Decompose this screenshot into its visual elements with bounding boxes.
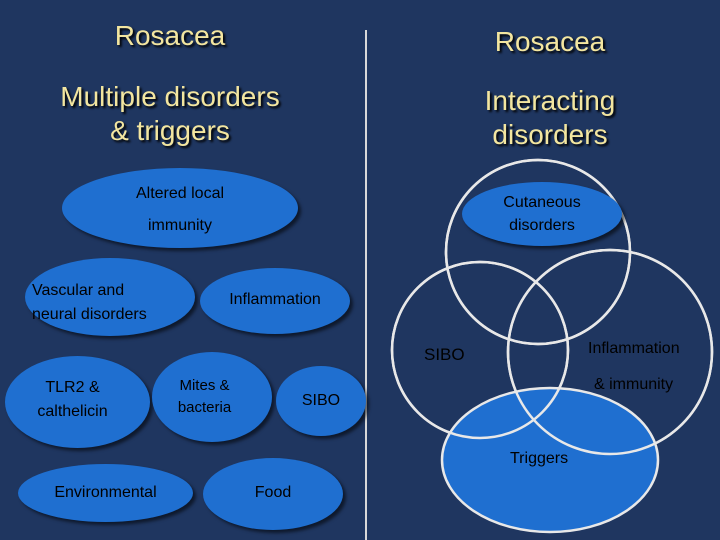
oval-inflammation	[200, 268, 350, 334]
label-altered-immunity-line1: Altered local	[135, 185, 225, 202]
oval-environmental	[18, 464, 193, 522]
label-vascular-line2: neural disorders	[32, 306, 147, 323]
venn-label-triggers: Triggers	[510, 450, 569, 467]
venn-label-inflammation-line2: & immunity	[594, 376, 674, 393]
left-subtitle-line1: Multiple disorders	[60, 81, 280, 112]
label-inflammation: Inflammation	[229, 291, 321, 308]
label-cutaneous-line2: disorders	[509, 217, 575, 234]
oval-altered-immunity	[62, 168, 298, 248]
oval-vascular-neural	[25, 258, 195, 336]
oval-sibo	[276, 366, 366, 436]
left-title: Rosacea	[114, 20, 226, 51]
label-tlr2-line1: TLR2 &	[45, 379, 100, 396]
right-subtitle-line2: disorders	[492, 119, 608, 150]
label-tlr2-line2: calthelicin	[37, 403, 108, 420]
label-mites-line1: Mites &	[179, 377, 230, 394]
right-subtitle-line1: Interacting	[484, 85, 616, 116]
label-environmental: Environmental	[54, 484, 157, 501]
label-mites-line2: bacteria	[177, 399, 232, 416]
oval-mites-bacteria	[152, 352, 272, 442]
label-sibo: SIBO	[301, 392, 341, 409]
venn-circle-sibo-outline-top	[390, 260, 570, 440]
venn-circle-inflammation-outline-top	[506, 248, 714, 456]
center-divider	[365, 30, 367, 540]
right-title: Rosacea	[494, 26, 606, 57]
oval-food	[203, 458, 343, 530]
label-altered-immunity-line2: immunity	[147, 217, 212, 234]
label-cutaneous-line1: Cutaneous	[503, 194, 581, 211]
venn-label-inflammation-line1: Inflammation	[588, 340, 680, 357]
label-vascular-line1: Vascular and	[32, 282, 125, 299]
oval-tlr2	[5, 356, 150, 448]
label-food: Food	[254, 484, 292, 501]
oval-cutaneous	[462, 182, 622, 246]
venn-oval-triggers	[440, 386, 660, 534]
venn-label-sibo: SIBO	[424, 345, 465, 364]
left-subtitle-line2: & triggers	[110, 115, 230, 146]
